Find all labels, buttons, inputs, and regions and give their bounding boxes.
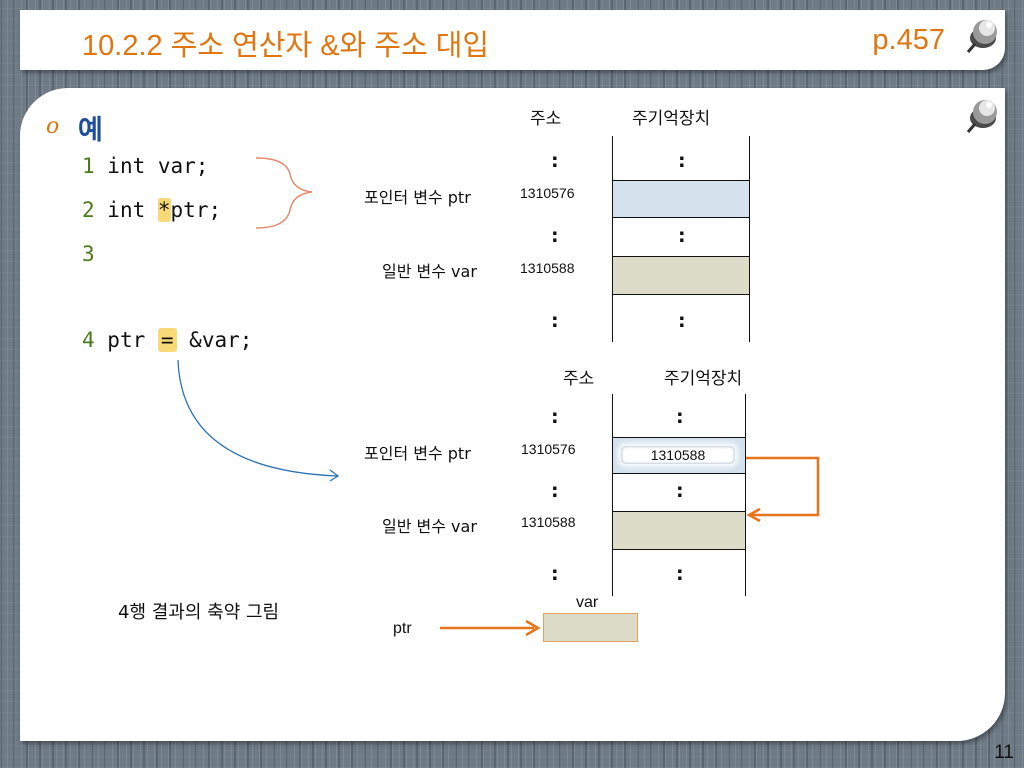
var-address: 1310588 [520,260,575,276]
code-text: int [94,198,158,222]
ptr-variable-label: 포인터 변수 ptr [364,188,471,207]
ptr-memory-cell: 1310588 [612,437,746,474]
ptr-value: 1310588 [621,446,735,464]
slide-number: 11 [994,742,1014,763]
pushpin-icon [966,20,997,53]
ellipsis-memory: : [676,563,684,585]
code-text: ptr [94,328,158,352]
code-text: ptr; [170,198,222,222]
memory-column-wall [745,394,746,596]
title-bar: 10.2.2 주소 연산자 &와 주소 대입 p.457 [20,10,1005,70]
ellipsis-address: : [551,310,559,332]
memory-column-wall [749,136,750,342]
curly-brace-icon [255,157,313,229]
bullet-heading: 예 [78,115,103,146]
ellipsis-address: : [551,150,559,172]
ptr-address: 1310576 [520,185,575,201]
line-number: 1 [82,154,95,178]
var-memory-cell [612,511,746,550]
pointer-arrow-head [525,619,541,637]
code-line-3: 3 [82,242,95,266]
code-text: int var; [94,154,209,178]
column-header-memory: 주기억장치 [632,109,711,129]
var-memory-cell [612,256,750,295]
var-variable-label: 일반 변수 var [382,517,477,536]
content-panel [20,88,1005,741]
column-header-address: 주소 [530,109,562,129]
line-number: 4 [82,328,95,352]
pushpin-icon [966,100,997,133]
var-variable-label: 일반 변수 var [382,262,477,281]
column-header-address: 주소 [563,369,595,389]
code-highlight: = [157,328,177,352]
pointer-arrow-icon [742,456,820,517]
ptr-variable-label: 포인터 변수 ptr [364,444,471,463]
ellipsis-memory: : [678,150,686,172]
var-address: 1310588 [521,514,576,530]
bullet-marker: o [46,114,60,139]
memory-column-wall [612,136,613,342]
code-text: &var; [176,328,253,352]
pointer-arrow-head [746,507,761,523]
ellipsis-address: : [551,480,559,502]
summary-var-box [543,613,638,642]
ellipsis-memory: : [678,310,686,332]
code-highlight: * [157,198,171,222]
summary-var-label: var [576,594,599,611]
memory-column-wall [612,394,613,596]
ptr-address: 1310576 [521,441,576,457]
page-reference: p.457 [872,24,945,56]
ellipsis-address: : [551,563,559,585]
ellipsis-address: : [551,406,559,428]
ellipsis-memory: : [678,225,686,247]
summary-ptr-label: ptr [393,620,412,637]
line-number: 3 [82,242,95,266]
summary-caption: 4행 결과의 축약 그림 [118,602,280,623]
column-header-memory: 주기억장치 [664,369,743,389]
code-line-2: 2 int *ptr; [82,198,221,222]
ptr-memory-cell [612,180,750,218]
code-line-4: 4 ptr = &var; [82,328,252,352]
line-number: 2 [82,198,95,222]
ellipsis-memory: : [676,480,684,502]
ellipsis-address: : [551,225,559,247]
curved-arrow-icon [177,359,339,477]
slide-title: 10.2.2 주소 연산자 &와 주소 대입 [82,30,490,62]
curved-arrow-head [329,469,340,482]
code-line-1: 1 int var; [82,154,208,178]
ellipsis-memory: : [676,406,684,428]
